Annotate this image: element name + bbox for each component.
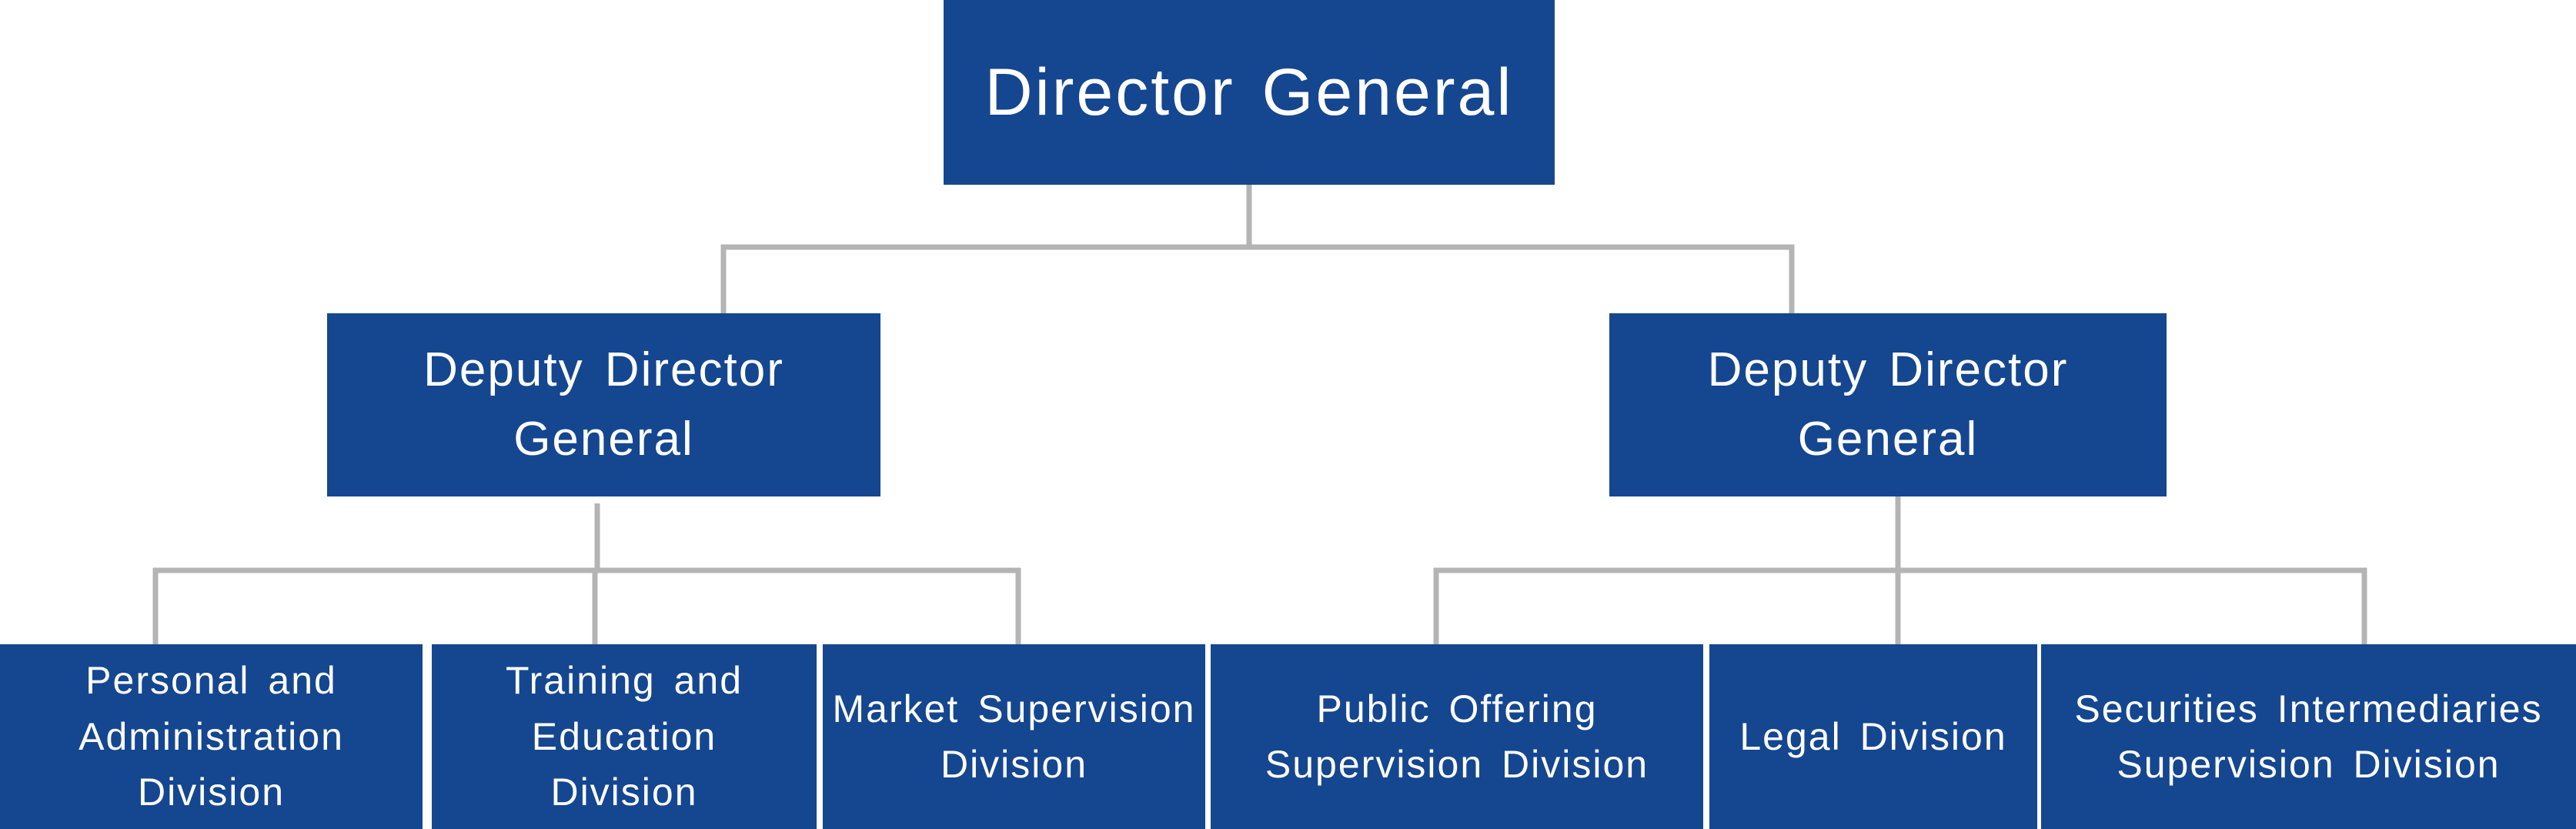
division-label: Legal Division xyxy=(1739,714,2007,758)
division-label: Securities Intermediaries Supervision Di… xyxy=(2074,687,2543,787)
public-offering-supervision-division-box: Public Offering Supervision Division xyxy=(1211,644,1703,829)
director-general-box: Director General xyxy=(944,0,1555,185)
deputy-director-general-left-box: Deputy Director General xyxy=(327,313,880,496)
deputy-director-general-left-label: Deputy Director General xyxy=(423,343,784,466)
division-label: Training and Education Division xyxy=(505,659,743,814)
deputy-director-general-right-label: Deputy Director General xyxy=(1707,343,2069,466)
market-supervision-division-box: Market Supervision Division xyxy=(823,644,1205,829)
training-education-division-box: Training and Education Division xyxy=(432,644,817,829)
director-general-label: Director General xyxy=(984,55,1514,129)
securities-intermediaries-supervision-division-box: Securities Intermediaries Supervision Di… xyxy=(2041,644,2576,829)
division-label: Market Supervision Division xyxy=(832,687,1196,787)
legal-division-box: Legal Division xyxy=(1709,644,2037,829)
division-label: Public Offering Supervision Division xyxy=(1265,687,1649,787)
division-label: Personal and Administration Division xyxy=(79,659,344,814)
personal-administration-division-box: Personal and Administration Division xyxy=(0,644,423,829)
deputy-director-general-right-box: Deputy Director General xyxy=(1609,313,2167,496)
